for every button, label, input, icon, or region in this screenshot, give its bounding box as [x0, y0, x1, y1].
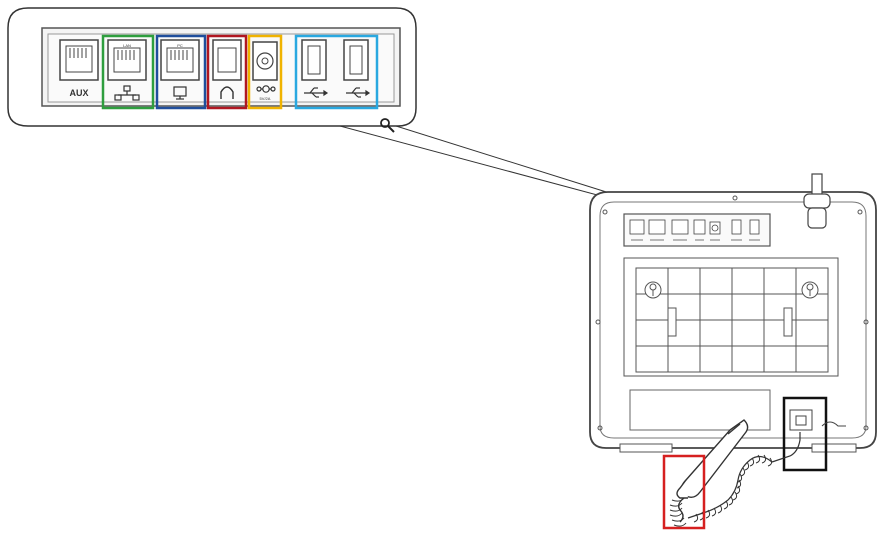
label-plate: [629, 389, 771, 431]
headset-icon: [220, 86, 234, 99]
port-strip-small: [623, 213, 771, 247]
headset-port-highlight: [206, 34, 248, 110]
internet-port-highlight: [101, 34, 155, 110]
usb-port-1: [301, 39, 329, 98]
dc-rating-label: 5V/2A: [260, 96, 271, 101]
power-port: 5V/2A: [247, 34, 283, 110]
wall-mount-hole-right: [801, 281, 819, 299]
stand-grid: [623, 257, 839, 377]
handset-highlight: [662, 454, 706, 530]
aux-label: AUX: [69, 88, 88, 98]
handset: [669, 419, 749, 527]
handset-port-highlight: [782, 396, 828, 472]
internet-port: LAN: [101, 34, 155, 110]
wall-mount-hole-left: [644, 281, 662, 299]
usb-icon: [304, 87, 329, 98]
pc-port: PC: [155, 34, 207, 110]
pc-port-highlight: [155, 34, 207, 110]
usb-ports: [294, 34, 379, 110]
pc-monitor-icon: [173, 86, 187, 100]
usb-port-2: [343, 39, 371, 98]
magnifier-icon: [380, 118, 395, 133]
headset-port: [206, 34, 248, 110]
usb-icon: [346, 87, 371, 98]
usb-ports-highlight: [294, 34, 379, 110]
power-port-highlight: [247, 34, 283, 110]
coiled-cord: [687, 432, 801, 523]
handset-hook: [803, 173, 831, 229]
aux-port: AUX: [59, 39, 99, 98]
dc-polarity-icon: [256, 85, 276, 93]
internet-port-tiny-label: LAN: [123, 43, 131, 48]
pc-port-tiny-label: PC: [177, 43, 183, 48]
network-icon: [114, 85, 140, 101]
handset-port: [782, 396, 846, 472]
